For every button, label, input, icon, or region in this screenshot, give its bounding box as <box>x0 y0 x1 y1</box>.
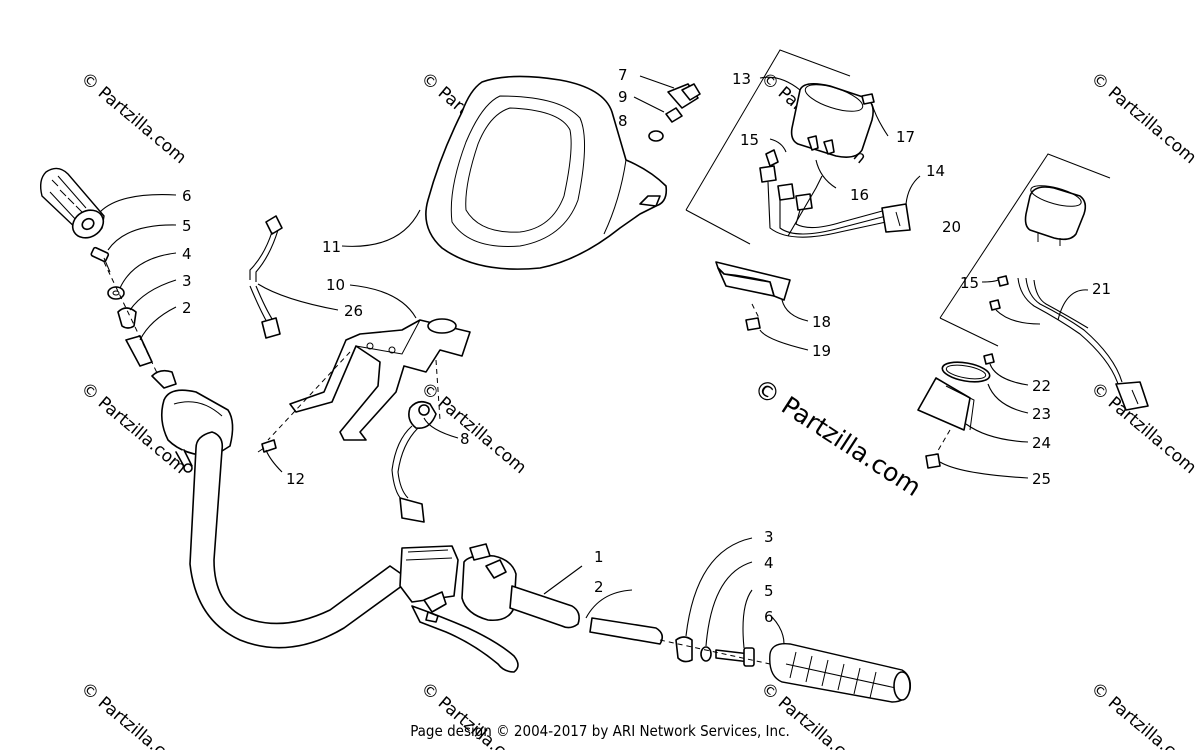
callout-20: 20 <box>942 218 961 236</box>
connector <box>881 203 911 233</box>
callout-1: 1 <box>594 548 604 566</box>
callout-4-lower: 4 <box>764 554 774 572</box>
page-footer: Page design © 2004-2017 by ARI Network S… <box>410 722 790 740</box>
callout-13: 13 <box>732 70 751 88</box>
callout-7: 7 <box>618 66 628 84</box>
callout-11: 11 <box>322 238 341 256</box>
handlebar <box>151 369 583 673</box>
right-control-housing <box>399 545 459 603</box>
right-grip-assembly <box>589 617 912 703</box>
callout-6-lower: 6 <box>764 608 774 626</box>
callout-15: 15 <box>740 131 759 149</box>
speedometer-housing <box>425 75 668 270</box>
callout-18: 18 <box>812 313 831 331</box>
bracket-24 <box>917 377 971 431</box>
ignition-key <box>633 75 701 142</box>
callout-22: 22 <box>1032 377 1051 395</box>
callout-6: 6 <box>182 187 192 205</box>
callout-8-lower: 8 <box>460 430 470 448</box>
callout-5: 5 <box>182 217 192 235</box>
callout-4: 4 <box>182 245 192 263</box>
callout-3: 3 <box>182 272 192 290</box>
callout-8: 8 <box>618 112 628 130</box>
callout-25: 25 <box>1032 470 1051 488</box>
screw-12 <box>257 439 277 453</box>
gauge-assembly-13 <box>685 49 911 331</box>
mounting-bracket <box>267 318 471 441</box>
callout-12: 12 <box>286 470 305 488</box>
callout-5-lower: 5 <box>764 582 774 600</box>
callout-10: 10 <box>326 276 345 294</box>
callout-24: 24 <box>1032 434 1051 452</box>
callout-19: 19 <box>812 342 831 360</box>
callout-labels: 6 5 4 3 2 26 11 10 8 12 7 9 8 13 17 15 1… <box>182 66 1111 626</box>
handlebar-tube <box>189 431 411 649</box>
leader-lines <box>99 76 1089 649</box>
callout-9: 9 <box>618 88 628 106</box>
callout-15-lower: 15 <box>960 274 979 292</box>
callout-21: 21 <box>1092 280 1111 298</box>
callout-3-lower: 3 <box>764 528 774 546</box>
left-grip-assembly <box>39 167 159 376</box>
instrument-pod <box>425 75 668 270</box>
callout-2: 2 <box>182 299 192 317</box>
connector-21 <box>1115 381 1149 411</box>
callout-2-lower: 2 <box>594 578 604 596</box>
small-gauge <box>1024 186 1087 241</box>
partzilla-watermark: © Partzilla.com <box>749 373 927 502</box>
watermark: © Partzilla.com <box>1087 69 1200 169</box>
ignition-switch <box>391 400 437 523</box>
speedometer-cable <box>249 215 283 339</box>
brake-lever <box>411 605 519 673</box>
callout-16: 16 <box>850 186 869 204</box>
bracket <box>289 319 471 441</box>
watermark: © Partzilla.com <box>77 69 190 169</box>
callout-26: 26 <box>344 302 363 320</box>
callout-23: 23 <box>1032 405 1051 423</box>
callout-14: 14 <box>926 162 945 180</box>
gauge-assembly-20 <box>917 153 1149 469</box>
callout-17: 17 <box>896 128 915 146</box>
